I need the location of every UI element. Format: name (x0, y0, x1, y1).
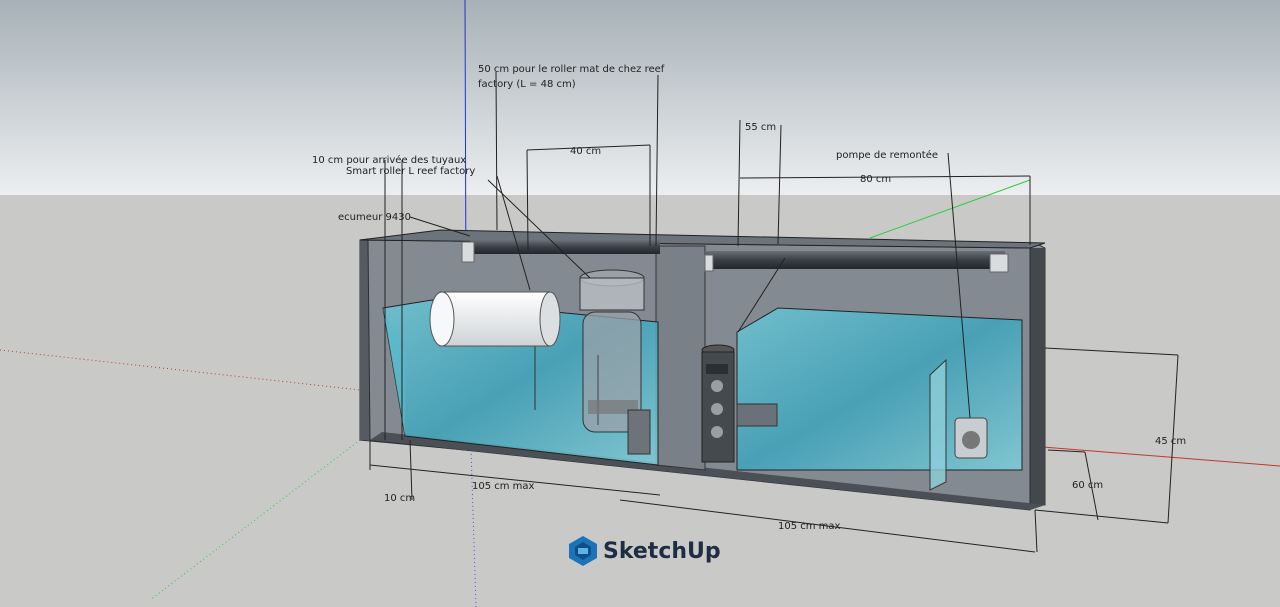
green-axis-dotted (149, 439, 361, 601)
annotation-leaders (369, 71, 1179, 553)
skimmer[interactable] (579, 269, 651, 455)
label-roller-mat-1: 50 cm pour le roller mat de chez reef (478, 64, 665, 75)
right-baffle (929, 358, 947, 491)
label-105cm-left: 105 cm max (472, 481, 535, 492)
label-10cm: 10 cm (384, 493, 415, 504)
sketchup-logo-text: SketchUp (603, 539, 721, 564)
label-45cm: 45 cm (1155, 436, 1186, 447)
sump-pipe (736, 403, 778, 427)
roller-mat[interactable] (429, 291, 561, 347)
tank-left-end (360, 240, 370, 440)
right-water (736, 307, 1023, 471)
tank-right-end (1030, 248, 1045, 510)
return-pipe (461, 240, 1009, 273)
tank-top-rim (359, 229, 1046, 249)
center-divider (655, 245, 706, 471)
left-water-front (383, 308, 405, 436)
label-roller-mat-2: factory (L = 48 cm) (478, 79, 576, 90)
green-axis (869, 179, 1031, 239)
label-ecumeur: ecumeur 9430 (338, 212, 411, 223)
sketchup-logo-icon (569, 536, 597, 566)
red-axis (1029, 445, 1280, 467)
sky (0, 0, 1280, 195)
power-socket-tower[interactable] (701, 344, 735, 463)
label-smart-roller: Smart roller L reef factory (346, 166, 475, 177)
red-axis-dotted (0, 349, 361, 391)
label-60cm: 60 cm (1072, 480, 1103, 491)
sketchup-logo: SketchUp (569, 536, 721, 566)
label-pompe: pompe de remontée (836, 149, 938, 161)
label-105cm-right: 105 cm max (778, 521, 841, 532)
return-pump[interactable] (954, 417, 988, 459)
label-80cm: 80 cm (860, 174, 891, 185)
label-55cm: 55 cm (745, 122, 776, 133)
label-40cm: 40 cm (570, 146, 601, 157)
label-tuyaux: 10 cm pour arrivée des tuyaux (312, 154, 466, 166)
